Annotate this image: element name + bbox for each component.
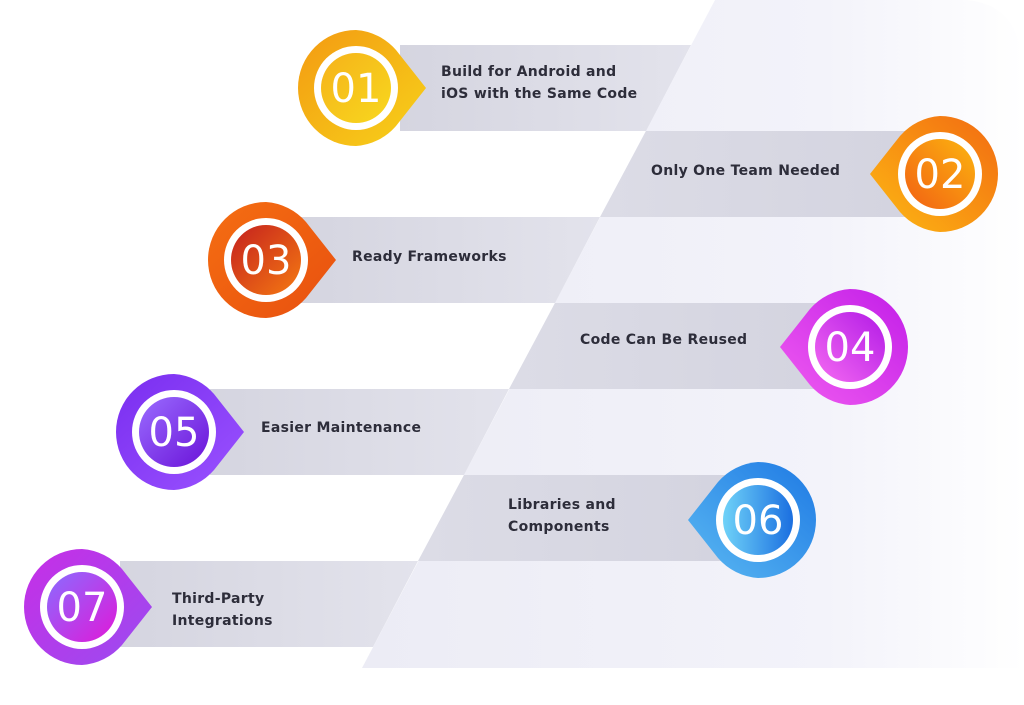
svg-text:05: 05 [149,410,200,456]
badge-number: 01 [331,66,382,112]
badge-07: 07 [22,547,152,667]
badge-04: 04 [780,287,910,407]
item-label-04: Code Can Be Reused [580,332,748,348]
band-01 [400,45,691,131]
badge-03: 03 [206,200,336,320]
item-label-05: Easier Maintenance [261,420,422,436]
svg-text:06: 06 [733,498,784,544]
badge-06: 06 [688,460,818,580]
svg-text:07: 07 [57,585,108,631]
badge-05: 05 [114,372,244,492]
badge-02: 02 [870,114,1000,234]
band-07 [120,561,418,647]
band-04 [509,303,850,389]
svg-text:02: 02 [915,152,966,198]
item-label-02: Only One Team Needed [651,163,841,179]
item-label-07: Third-Party Integrations [172,591,273,629]
badge-01: 01 [296,28,426,148]
band-05 [210,389,509,475]
band-03 [300,217,600,303]
item-label-06: Libraries and Components [508,497,616,535]
item-label-01: Build for Android and iOS with the Same … [441,64,638,102]
svg-text:04: 04 [825,325,876,371]
svg-text:03: 03 [241,238,292,284]
item-label-03: Ready Frameworks [352,249,507,265]
band-06 [418,475,760,561]
band-02 [600,131,940,217]
